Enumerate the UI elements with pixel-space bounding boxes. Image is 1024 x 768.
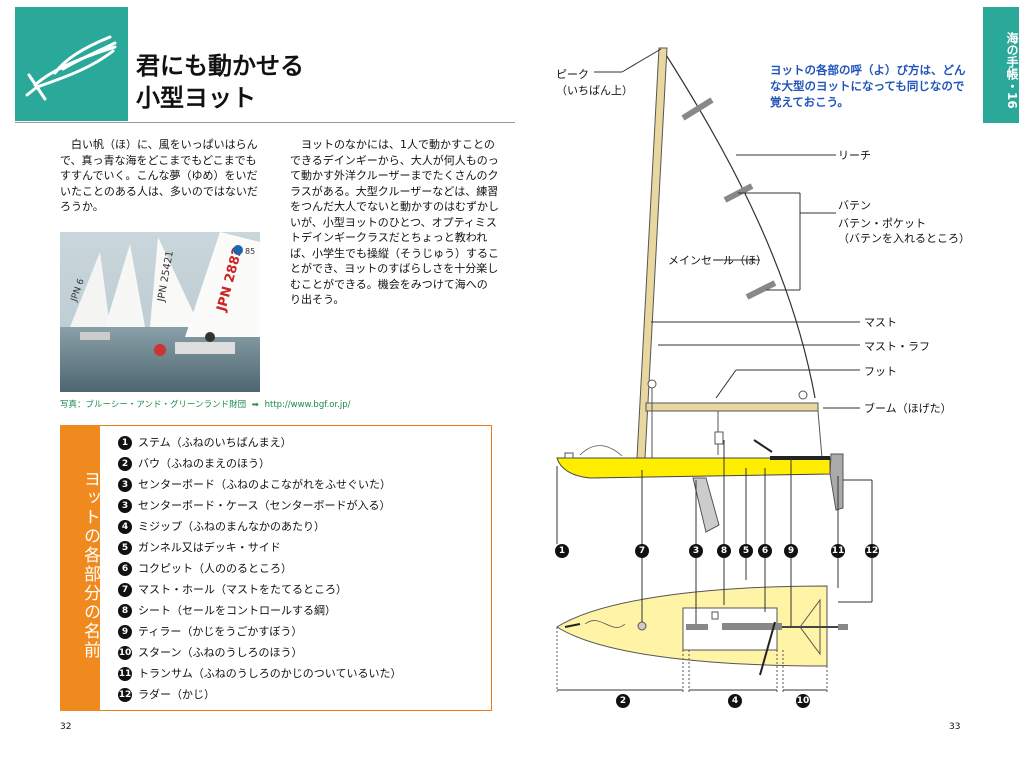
list-item: 1 ステム（ふねのいちばんまえ） — [118, 433, 292, 453]
boom — [645, 402, 819, 412]
flying-fish-icon — [25, 35, 117, 101]
part-number: 8 — [118, 604, 132, 618]
section-tab-label: 海の手帳・16 — [1005, 31, 1019, 109]
label-leech: リーチ — [838, 149, 871, 162]
note-text: ヨットの各部の呼（よ）び方は、どんな大型のヨットになっても同じなので覚えておこう… — [770, 63, 966, 109]
centerboard — [692, 477, 720, 533]
part-label: センターボード・ケース（センターボードが入る） — [138, 499, 391, 512]
diagram-number: 3 — [689, 544, 703, 558]
label-boom: ブーム（ほげた） — [864, 402, 952, 415]
arrow-right-icon: ➡ — [251, 400, 259, 410]
diagram-number: 12 — [865, 544, 879, 558]
title-divider — [15, 122, 515, 123]
part-number: 2 — [118, 457, 132, 471]
part-number: 12 — [118, 688, 132, 702]
diagram-number: 2 — [616, 694, 630, 708]
diagram-number: 11 — [831, 544, 845, 558]
part-number: 3 — [118, 499, 132, 513]
label-batten-pocket: バテン・ポケット — [838, 217, 926, 230]
diagram-number: 5 — [739, 544, 753, 558]
label-peak-sub: （いちばん上） — [556, 84, 633, 97]
part-label: シート（セールをコントロールする綱） — [138, 604, 336, 617]
caption-text: 写真：ブルーシー・アンド・グリーンランド財団 — [60, 400, 247, 410]
sailing-photo: JPN 6 JPN 25421 JPN 2882 85 — [60, 232, 260, 392]
parts-list-tab — [60, 425, 100, 711]
diagram-number: 6 — [758, 544, 772, 558]
list-item: 9 ティラー（かじをうごかすぼう） — [118, 622, 302, 642]
part-label: ティラー（かじをうごかすぼう） — [138, 625, 303, 638]
label-mast: マスト — [864, 316, 897, 329]
label-batten: バテン — [838, 199, 871, 212]
logo-box — [15, 7, 128, 121]
label-mast-luff: マスト・ラフ — [864, 340, 930, 353]
diagram-number: 10 — [796, 694, 810, 708]
list-item: 2 バウ（ふねのまえのほう） — [118, 454, 270, 474]
batten — [745, 280, 777, 300]
part-label: ステム（ふねのいちばんまえ） — [138, 436, 292, 449]
label-foot: フット — [864, 365, 897, 378]
diagram-number: 8 — [717, 544, 731, 558]
caption-url-link[interactable]: http://www.bgf.or.jp/ — [264, 400, 351, 410]
part-label: トランサム（ふねのうしろのかじのついているいた） — [138, 667, 402, 680]
title-line-1: 君にも動かせる — [136, 52, 304, 80]
page-number-right: 33 — [949, 722, 961, 732]
diagram-number: 4 — [728, 694, 742, 708]
part-label: ラダー（かじ） — [138, 688, 215, 701]
label-mainsail: メインセール（ほ） — [668, 254, 767, 267]
part-number: 3 — [118, 478, 132, 492]
list-item: 4 ミジップ（ふねのまんなかのあたり） — [118, 517, 325, 537]
part-label: センターボード（ふねのよこながれをふせぐいた） — [138, 478, 391, 491]
batten — [681, 97, 714, 121]
part-number: 1 — [118, 436, 132, 450]
list-item: 12 ラダー（かじ） — [118, 685, 215, 705]
list-item: 3 センターボード（ふねのよこながれをふせぐいた） — [118, 475, 391, 495]
part-number: 7 — [118, 583, 132, 597]
part-label: コクピット（人ののるところ） — [138, 562, 292, 575]
list-item: 11 トランサム（ふねのうしろのかじのついているいた） — [118, 664, 401, 684]
list-item: 10 スターン（ふねのうしろのほう） — [118, 643, 302, 663]
part-number: 6 — [118, 562, 132, 576]
part-label: ミジップ（ふねのまんなかのあたり） — [138, 520, 325, 533]
sail-text: 85 — [245, 247, 255, 256]
hull-side — [556, 457, 831, 479]
leech-line — [662, 49, 816, 399]
part-label: ガンネル又はデッキ・サイド — [138, 541, 281, 554]
diagram-number: 7 — [635, 544, 649, 558]
list-item: 8 シート（セールをコントロールする綱） — [118, 601, 336, 621]
parts-list-title: ヨットの各部分の名前 — [80, 470, 100, 660]
part-label: マスト・ホール（マストをたてるところ） — [138, 583, 347, 596]
title-line-2: 小型ヨット — [136, 84, 256, 112]
part-number: 4 — [118, 520, 132, 534]
part-number: 9 — [118, 625, 132, 639]
section-tab — [983, 7, 1019, 123]
part-number: 11 — [118, 667, 132, 681]
list-item: 6 コクピット（人ののるところ） — [118, 559, 292, 579]
part-label: バウ（ふねのまえのほう） — [138, 457, 270, 470]
list-item: 3 センターボード・ケース（センターボードが入る） — [118, 496, 390, 516]
intro-paragraph: 白い帆（ほ）に、風をいっぱいはらんで、真っ青な海をどこまでもどこまでもすすんでい… — [60, 138, 258, 213]
label-peak: ピーク — [556, 68, 589, 81]
list-item: 7 マスト・ホール（マストをたてるところ） — [118, 580, 347, 600]
photo-caption: 写真：ブルーシー・アンド・グリーンランド財団 ➡ http://www.bgf.… — [60, 398, 351, 410]
part-number: 5 — [118, 541, 132, 555]
part-label: スターン（ふねのうしろのほう） — [138, 646, 303, 659]
body-paragraph: ヨットのなかには、1人で動かすことのできるデインギーから、大人が何人ものって動か… — [290, 138, 499, 306]
diagram-number: 9 — [784, 544, 798, 558]
page-title: 君にも動かせる 小型ヨット — [136, 50, 304, 114]
rudder — [829, 453, 844, 511]
label-batten-pocket-sub: （バテンを入れるところ） — [838, 232, 970, 245]
diagram-number: 1 — [555, 544, 569, 558]
list-item: 5 ガンネル又はデッキ・サイド — [118, 538, 281, 558]
part-number: 10 — [118, 646, 132, 660]
page-number-left: 32 — [60, 722, 72, 732]
